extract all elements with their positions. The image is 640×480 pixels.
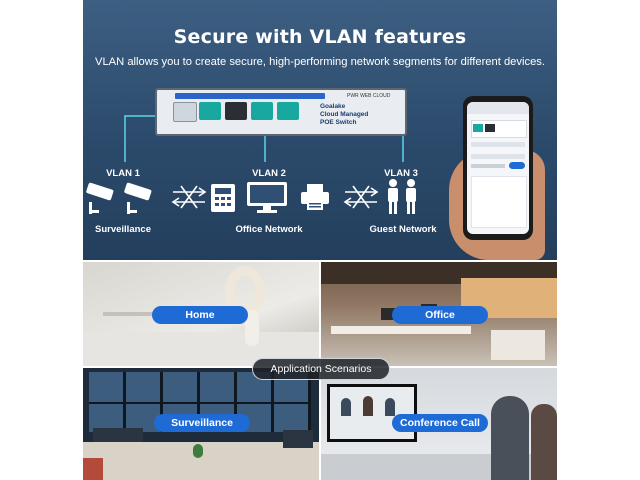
office-scenario-label: Office	[392, 306, 488, 324]
switch-port-4	[251, 102, 273, 120]
printer-icon	[301, 184, 329, 210]
application-scenarios-label: Application Scenarios	[252, 358, 390, 380]
switch-port-5	[277, 102, 299, 120]
vlan-2-caption: Office Network	[235, 224, 303, 235]
phone-app-screen	[467, 102, 529, 234]
switch-line1: Cloud Managed	[320, 111, 369, 118]
home-scenario-label: Home	[152, 306, 248, 324]
switch-line2: POE Switch	[320, 119, 357, 126]
indicator-pwr: PWR	[347, 93, 359, 99]
surveillance-scenario-label: Surveillance	[154, 414, 250, 432]
poe-switch-device: Goalake Cloud Managed POE Switch PWR WEB…	[155, 88, 407, 136]
page-title: Secure with VLAN features	[173, 26, 467, 48]
smartphone-illustration	[463, 96, 533, 240]
switch-brand: Goalake	[320, 103, 346, 110]
switch-label: Goalake Cloud Managed POE Switch	[320, 103, 368, 127]
cctv-camera-icon	[86, 182, 152, 214]
surveillance-photo	[83, 368, 319, 480]
page-subtitle: VLAN allows you to create secure, high-p…	[95, 56, 545, 68]
switch-port-2	[199, 102, 221, 120]
indicator-web: WEB	[360, 93, 372, 99]
switch-port-3	[225, 102, 247, 120]
blocked-traffic-icon-2	[343, 185, 379, 209]
vlan-3-label: VLAN 3	[384, 168, 418, 179]
indicator-cloud: CLOUD	[372, 93, 391, 99]
guest-users-icon	[388, 179, 416, 214]
switch-port-1	[173, 102, 197, 122]
telephone-icon	[211, 184, 235, 212]
conference-call-scenario-label: Conference Call	[392, 414, 488, 432]
vlan-1-caption: Surveillance	[95, 224, 151, 235]
vlan-1-label: VLAN 1	[106, 168, 140, 179]
office-photo	[321, 262, 557, 366]
port-led-strip	[175, 93, 325, 99]
vlan-infographic-panel: Secure with VLAN features VLAN allows yo…	[83, 0, 557, 260]
blocked-traffic-icon	[171, 185, 207, 209]
vlan-2-label: VLAN 2	[252, 168, 286, 179]
switch-indicators: PWR WEB CLOUD	[347, 93, 390, 99]
vlan-3-caption: Guest Network	[369, 224, 437, 235]
computer-icon	[247, 182, 287, 213]
